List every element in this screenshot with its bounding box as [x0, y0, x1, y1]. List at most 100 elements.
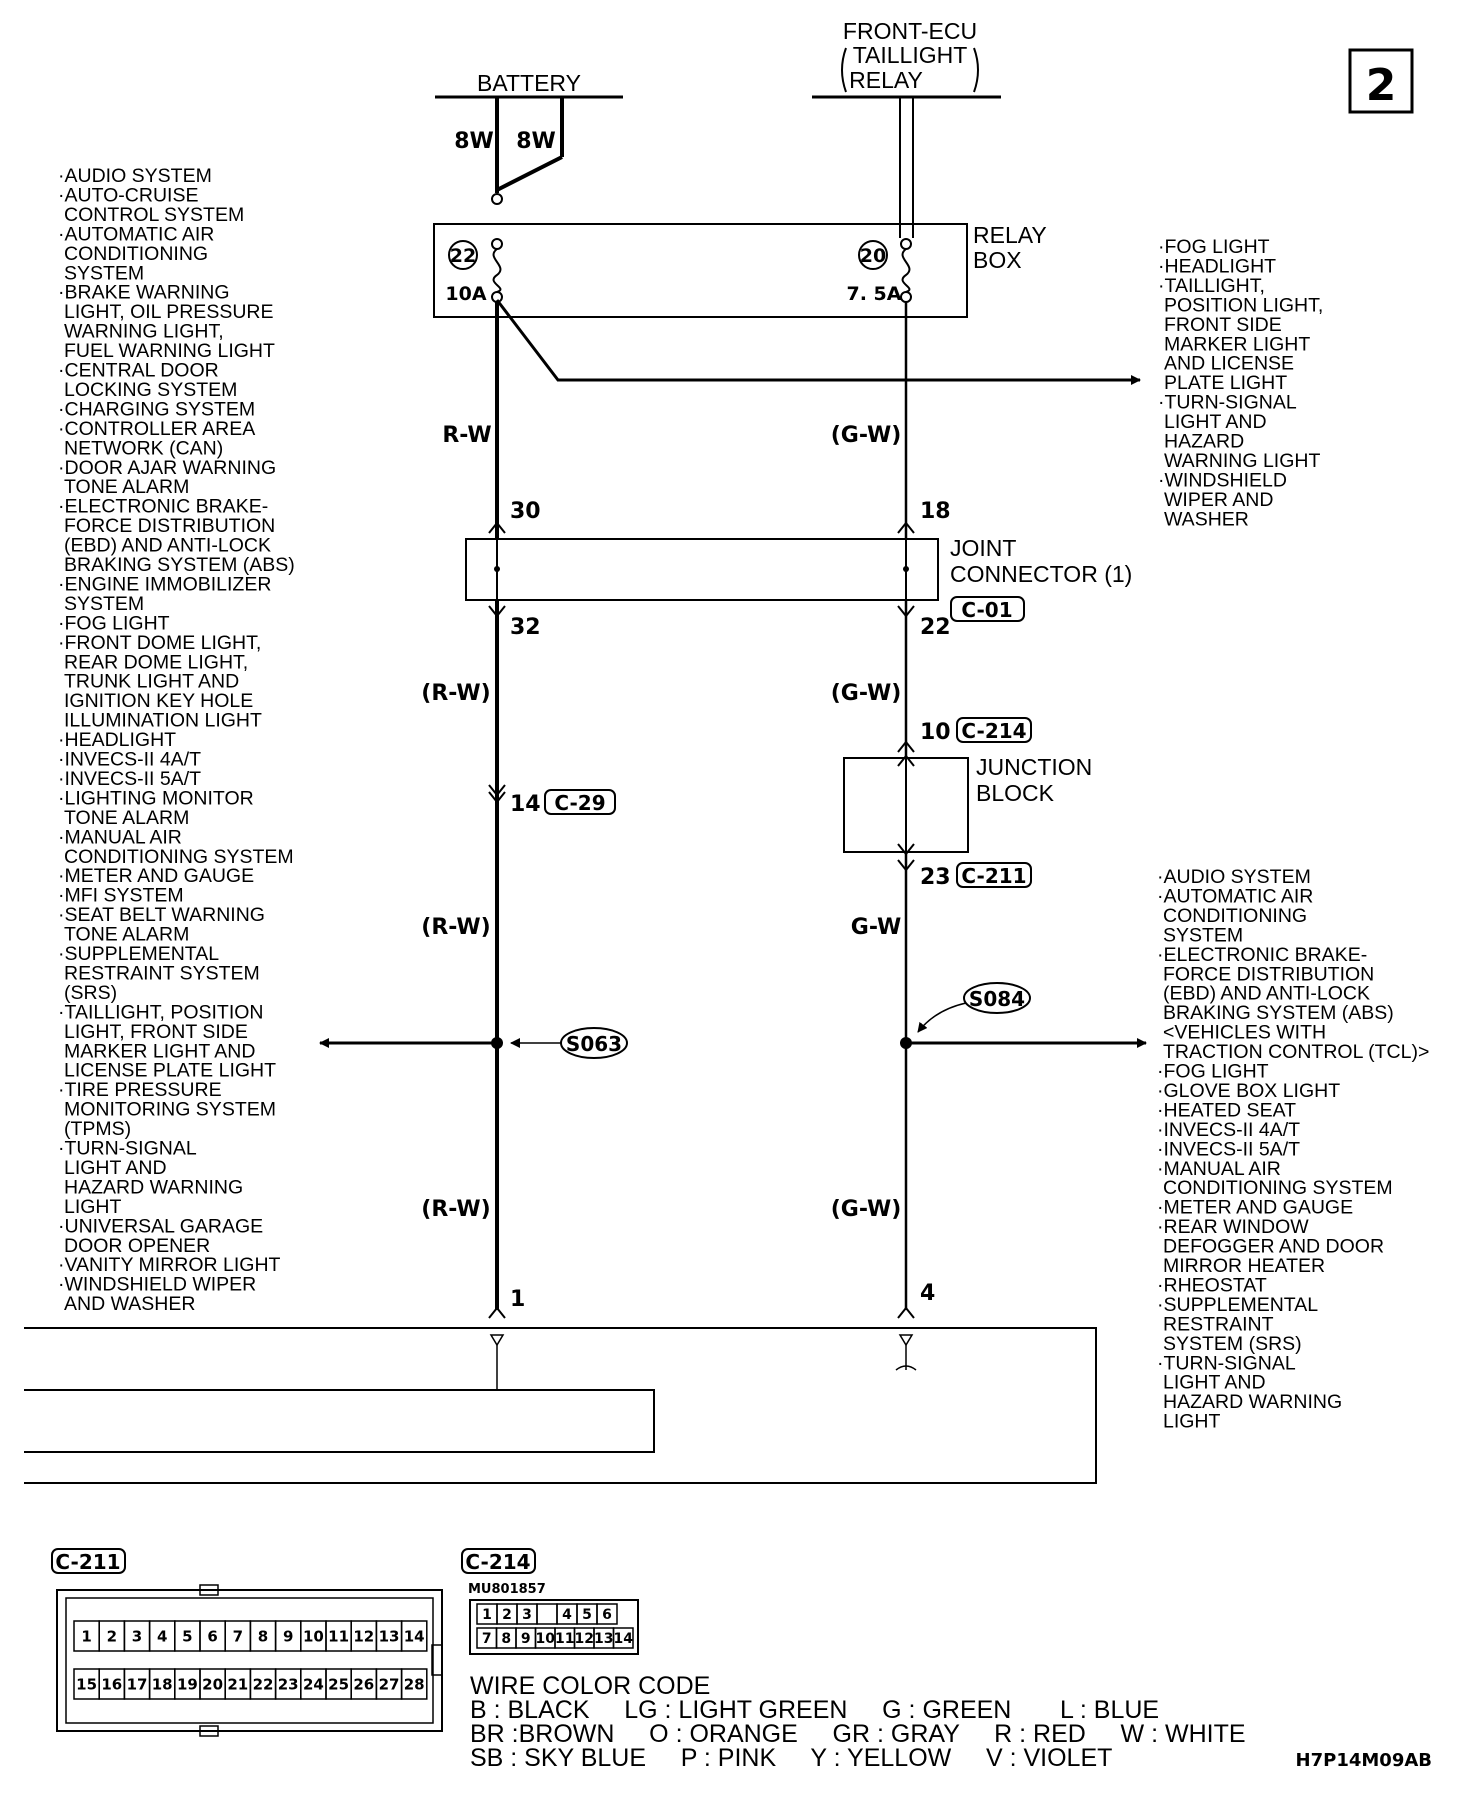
page-number: 2	[1366, 60, 1397, 111]
c211-pin-label: 18	[152, 1675, 173, 1693]
left-list-item: FUEL WARNING LIGHT	[64, 340, 275, 362]
left-list-item: NETWORK (CAN)	[64, 437, 223, 459]
c214-view-outline	[469, 1599, 639, 1655]
right-bottom-list-item: ·GLOVE BOX LIGHT	[1157, 1080, 1340, 1102]
c211-pin-label: 23	[278, 1675, 299, 1693]
left-list-item: (TPMS)	[64, 1118, 131, 1140]
right-bottom-system-list: ·AUDIO SYSTEM·AUTOMATIC AIRCONDITIONINGS…	[1157, 866, 1429, 1433]
right-top-list-item: PLATE LIGHT	[1164, 372, 1287, 394]
battery-label: BATTERY	[477, 70, 581, 96]
wire-color-left-3: (R-W)	[421, 915, 490, 940]
right-top-list-item: HAZARD	[1164, 431, 1244, 453]
right-bottom-list-item: ·AUDIO SYSTEM	[1157, 866, 1311, 888]
right-bottom-list-item: RESTRAINT	[1163, 1313, 1274, 1335]
c211-view-id: C-211	[55, 1550, 120, 1574]
wire-color-left-1: R-W	[442, 423, 491, 448]
c211-pin-label: 5	[182, 1627, 192, 1645]
right-top-list-item: WIPER AND	[1164, 489, 1273, 511]
left-list-item: ·TURN-SIGNAL	[58, 1138, 197, 1160]
right-bottom-list-item: ·RHEOSTAT	[1157, 1274, 1267, 1296]
c211-pin-label: 16	[101, 1675, 122, 1693]
bottom-pin-1: 1	[510, 1287, 525, 1312]
left-list-item: TONE ALARM	[64, 807, 189, 829]
relay-box-label-2: BOX	[973, 247, 1022, 273]
joint-pin-22: 22	[920, 615, 951, 640]
left-list-item: LIGHT AND	[64, 1157, 167, 1179]
fuse-left-rating: 10A	[445, 283, 486, 305]
c211-pin-label: 17	[127, 1675, 148, 1693]
left-list-item: LIGHT, OIL PRESSURE	[64, 301, 274, 323]
component-box-inner	[24, 1389, 655, 1453]
wire-color-code-title: WIRE COLOR CODE	[470, 1672, 710, 1700]
fuse-right-rating: 7. 5A	[847, 283, 902, 305]
c211-pin-label: 25	[328, 1675, 349, 1693]
right-bottom-list-item: LIGHT AND	[1163, 1372, 1266, 1394]
left-list-item: ·FRONT DOME LIGHT,	[58, 632, 261, 654]
left-list-item: ·CHARGING SYSTEM	[58, 398, 255, 420]
c211-pin-label: 15	[76, 1675, 97, 1693]
c29-pin: 14	[510, 792, 541, 817]
c214-pin-label: 3	[522, 1607, 532, 1623]
left-list-item: LIGHT	[64, 1196, 122, 1218]
c214-pin-cell	[612, 1627, 634, 1649]
fuse-left-number: 22	[450, 245, 476, 267]
right-top-list-item: ·WINDSHIELD	[1158, 469, 1287, 491]
right-bottom-list-item: ·AUTOMATIC AIR	[1157, 885, 1313, 907]
left-list-item: ·ENGINE IMMOBILIZER	[58, 573, 271, 595]
right-bottom-list-item: MIRROR HEATER	[1163, 1255, 1325, 1277]
left-list-item: (EBD) AND ANTI-LOCK	[64, 535, 271, 557]
left-list-item: SYSTEM	[64, 593, 144, 615]
left-list-item: ·DOOR AJAR WARNING	[58, 457, 276, 479]
c211-pin-label: 26	[353, 1675, 374, 1693]
right-bottom-list-item: ·FOG LIGHT	[1157, 1061, 1269, 1083]
left-list-item: LOCKING SYSTEM	[64, 379, 237, 401]
left-list-item: ·TIRE PRESSURE	[58, 1079, 222, 1101]
joint-pin-30: 30	[510, 499, 541, 524]
right-bottom-list-item: ·INVECS-II 4A/T	[1157, 1119, 1300, 1141]
wire-color-left-2: (R-W)	[421, 681, 490, 706]
left-list-item: ·ELECTRONIC BRAKE-	[58, 496, 268, 518]
c214-part-number: MU801857	[468, 1582, 546, 1597]
left-list-item: SYSTEM	[64, 262, 144, 284]
c29-id: C-29	[554, 791, 605, 815]
junction-block-label-2: BLOCK	[976, 780, 1055, 806]
wire-color-right-2: (G-W)	[831, 681, 902, 706]
right-bottom-list-item: <VEHICLES WITH	[1163, 1022, 1326, 1044]
wire-color-code-line2: BR :BROWN O : ORANGE GR : GRAY R : RED W…	[470, 1720, 1246, 1748]
left-list-item: TRUNK LIGHT AND	[64, 671, 239, 693]
left-list-item: ILLUMINATION LIGHT	[64, 710, 262, 732]
c214-pin-label: 8	[501, 1631, 511, 1647]
c214-pin-label: 2	[502, 1607, 512, 1623]
right-top-list-item: ·FOG LIGHT	[1158, 236, 1270, 258]
right-bottom-list-item: ·REAR WINDOW	[1157, 1216, 1309, 1238]
right-top-list-item: ·TURN-SIGNAL	[1158, 392, 1297, 414]
c214-view-id: C-214	[465, 1550, 530, 1574]
c214-pin-label: 4	[562, 1607, 572, 1623]
c214-pin-label: 11	[555, 1631, 574, 1647]
left-list-item: ·LIGHTING MONITOR	[58, 787, 254, 809]
wire-color-right-4: (G-W)	[831, 1197, 902, 1222]
left-list-item: ·SUPPLEMENTAL	[58, 943, 219, 965]
right-bottom-list-item: TRACTION CONTROL (TCL)>	[1163, 1041, 1429, 1063]
page-number-box	[1348, 48, 1414, 114]
c211-pin-label: 9	[283, 1627, 293, 1645]
wire-size-left: 8W	[454, 129, 494, 154]
figure-code: H7P14M09AB	[1296, 1750, 1432, 1771]
right-bottom-list-item: HAZARD WARNING	[1163, 1391, 1342, 1413]
right-bottom-list-item: FORCE DISTRIBUTION	[1163, 963, 1374, 985]
c214-pin: 10	[920, 720, 951, 745]
left-list-item: (SRS)	[64, 982, 117, 1004]
joint-pin-18: 18	[920, 499, 951, 524]
c211-pin-cell	[400, 1668, 428, 1700]
fuse-left-symbol	[492, 248, 502, 293]
left-list-item: TONE ALARM	[64, 924, 189, 946]
right-top-list-item: AND LICENSE	[1164, 353, 1294, 375]
left-list-item: ·WINDSHIELD WIPER	[58, 1274, 256, 1296]
right-bottom-list-item: (EBD) AND ANTI-LOCK	[1163, 983, 1370, 1005]
left-list-item: ·AUTOMATIC AIR	[58, 223, 214, 245]
c211-pin: 23	[920, 865, 951, 890]
right-bottom-list-item: ·SUPPLEMENTAL	[1157, 1294, 1318, 1316]
